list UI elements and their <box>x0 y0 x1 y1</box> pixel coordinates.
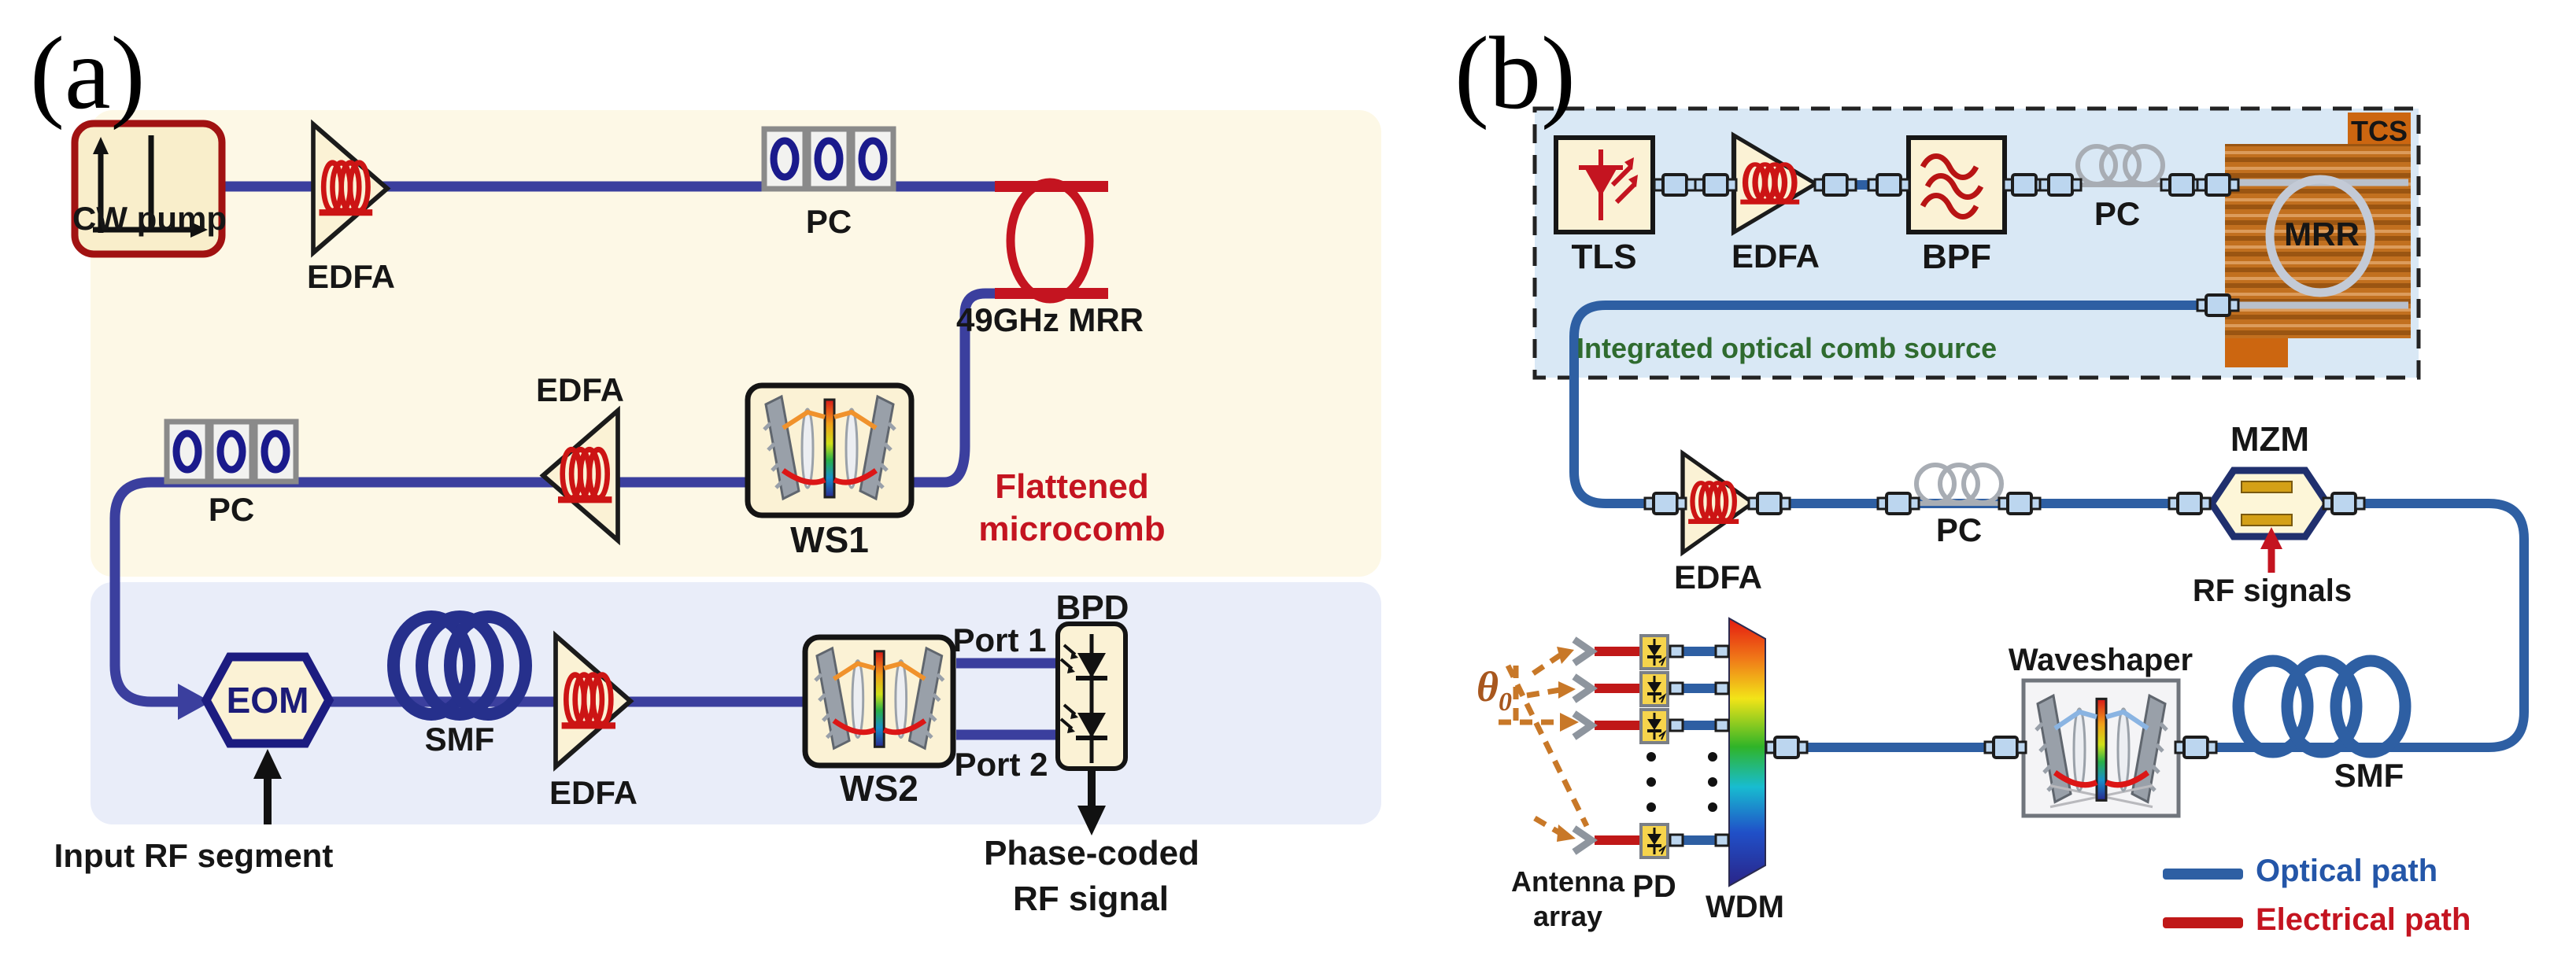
pc-top-a-label: PC <box>805 203 852 240</box>
panel-a-upper-background <box>91 110 1381 577</box>
panel-b-electrical <box>1595 647 1641 845</box>
smf-b-label: SMF <box>2334 757 2404 794</box>
tls-laser-box <box>1554 135 1655 234</box>
edfa-mid-b-label: EDFA <box>1673 559 1763 596</box>
fiber-mrr-to-ws1 <box>702 288 995 488</box>
fiber-connectors <box>1643 173 2366 847</box>
flattened-microcomb-label-2: microcomb <box>978 510 1166 548</box>
edfa-mid-a-label: EDFA <box>535 371 625 408</box>
waveshaper-label: Waveshaper <box>2008 643 2193 677</box>
bpf-label: BPF <box>1922 238 1991 276</box>
edfa-amplifier-mid-b <box>1683 453 1753 552</box>
mrr-49ghz-ring <box>995 178 1108 304</box>
pd-label: PD <box>1632 869 1676 904</box>
polarization-controller-top-a <box>764 129 893 189</box>
bpd-output-arrow <box>1077 770 1106 835</box>
port1-label: Port 1 <box>952 621 1047 658</box>
fiber-ws1-to-eom <box>109 477 702 707</box>
legend-optical-label: Optical path <box>2256 854 2438 888</box>
waveshaper-box-b <box>2021 678 2181 818</box>
waveshaper-ws2 <box>802 634 956 769</box>
mrr-b-label: MRR <box>2284 216 2360 253</box>
polarization-controller-mid-a <box>167 422 296 481</box>
pd-2 <box>1639 671 1669 707</box>
rf-signals-label: RF signals <box>2192 574 2352 608</box>
panel-b-letter: (b) <box>1454 15 1576 131</box>
microring-icon <box>1006 178 1094 304</box>
chip-foot <box>2225 338 2288 367</box>
pc-mid-b-label: PC <box>1935 511 1983 548</box>
mzm-modulator <box>2207 467 2332 540</box>
cw-pump-box <box>71 120 226 258</box>
pc-top-b-label: PC <box>2094 195 2141 232</box>
smf-fiber-spool-a <box>387 610 532 721</box>
pd-3 <box>1639 708 1669 744</box>
polarization-controller-mid-b <box>1914 463 2004 505</box>
bandpass-waves-icon <box>1920 153 1984 219</box>
pd-4 <box>1639 823 1669 859</box>
wdm-prism <box>1728 617 1766 887</box>
antenna-array-label-2: array <box>1532 900 1603 932</box>
input-rf-arrow <box>253 749 282 824</box>
comb-source-label: Integrated optical comb source <box>1576 332 1998 364</box>
wdm-label: WDM <box>1706 890 1784 924</box>
phase-coded-label-1: Phase-coded <box>984 834 1199 872</box>
waveshaper-ws1 <box>745 382 915 518</box>
bpf-filter-box <box>1906 135 2007 234</box>
edfa-top-b-label: EDFA <box>1731 238 1820 275</box>
spectrum-axes-icon <box>93 135 194 233</box>
theta-label: θ0 <box>1476 663 1513 717</box>
antenna-array-label-1: Antenna <box>1511 865 1624 898</box>
tcs-tab <box>2348 112 2411 146</box>
fiber-chip-to-mzm <box>1569 301 2225 508</box>
phase-coded-label-2: RF signal <box>1012 880 1170 918</box>
chip-microring-icon <box>2265 175 2375 297</box>
eom-modulator <box>201 652 334 748</box>
wavefront-arrowheads <box>1557 647 1579 842</box>
fiber-arrowhead-into-eom <box>178 684 211 720</box>
edfa-bottom-a-label: EDFA <box>549 774 638 811</box>
ellipsis-dots <box>1646 752 1717 812</box>
polarization-controller-top-b <box>2075 144 2165 186</box>
eom-label: EOM <box>226 680 309 721</box>
photodetector-array <box>1639 634 1669 859</box>
mzm-label: MZM <box>2230 420 2310 459</box>
pc-mid-a-label: PC <box>208 491 255 528</box>
pd-1 <box>1639 634 1669 670</box>
mrr-a-label: 49GHz MRR <box>955 301 1144 338</box>
legend-electrical-label: Electrical path <box>2256 902 2471 937</box>
legend-optical-line <box>2163 869 2243 880</box>
balanced-photodetector-bpd <box>1055 621 1128 771</box>
fiber-mzm-to-waveshaper <box>2180 499 2529 752</box>
panel-a-letter: (a) <box>30 15 146 131</box>
smf-fiber-spool-b <box>2232 655 2412 758</box>
rf-signals-arrow <box>2260 527 2282 573</box>
port2-label: Port 2 <box>954 746 1048 783</box>
edfa-top-a-label: EDFA <box>306 258 396 295</box>
mrr-chip <box>2225 112 2411 367</box>
smf-a-label: SMF <box>424 721 495 758</box>
input-rf-label: Input RF segment <box>54 837 334 874</box>
tcs-label: TCS <box>2351 115 2408 147</box>
legend-electrical-line <box>2163 917 2243 928</box>
cw-pump-label: CW pump <box>72 200 227 237</box>
ws1-label: WS1 <box>790 519 869 560</box>
wavefront-dashed-lines <box>1499 653 1590 837</box>
ws2-label: WS2 <box>840 768 918 809</box>
bpd-label: BPD <box>1055 588 1129 627</box>
flattened-microcomb-label-1: Flattened <box>995 467 1149 506</box>
tls-label: TLS <box>1571 238 1637 276</box>
